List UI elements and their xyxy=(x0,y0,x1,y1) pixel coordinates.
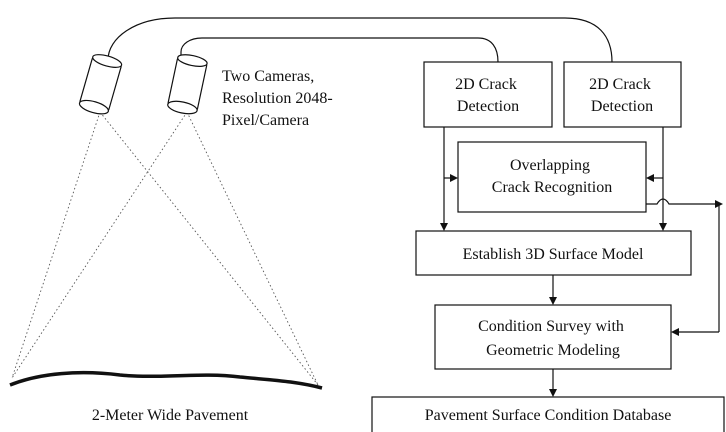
condition-survey-label: Condition Survey with Geometric Modeling xyxy=(478,318,628,359)
overlap-recognition-label: Overlapping Crack Recognition xyxy=(492,157,612,196)
cameras-caption-line-3: Pixel/Camera xyxy=(222,112,309,129)
pavement-surface-line xyxy=(9,370,323,390)
flow-arrows xyxy=(440,127,723,397)
crack-detection-left-box xyxy=(423,61,553,128)
pavement-caption: 2-Meter Wide Pavement xyxy=(92,407,249,424)
overlap-recognition-box xyxy=(457,141,647,213)
surface-model-label: Establish 3D Surface Model xyxy=(463,246,644,263)
crack-detection-right-label: 2D Crack Detection xyxy=(589,76,655,115)
database-box xyxy=(371,396,725,432)
cameras-caption-line-1: Two Cameras, xyxy=(222,68,314,85)
cameras-caption: Two Cameras, Resolution 2048- Pixel/Came… xyxy=(222,68,337,129)
database-label: Pavement Surface Condition Database xyxy=(425,407,672,424)
crack-detection-right-box xyxy=(563,61,682,128)
camera-view-rays xyxy=(11,111,319,386)
camera-right-icon xyxy=(167,54,208,115)
condition-survey-box xyxy=(434,304,672,370)
cable-left-camera xyxy=(107,17,613,72)
cable-right-camera xyxy=(180,37,499,63)
camera-left-icon xyxy=(78,54,123,115)
crack-detection-left-label: 2D Crack Detection xyxy=(455,76,521,115)
cameras-caption-line-2: Resolution 2048- xyxy=(222,90,333,107)
surface-model-box xyxy=(415,230,692,276)
